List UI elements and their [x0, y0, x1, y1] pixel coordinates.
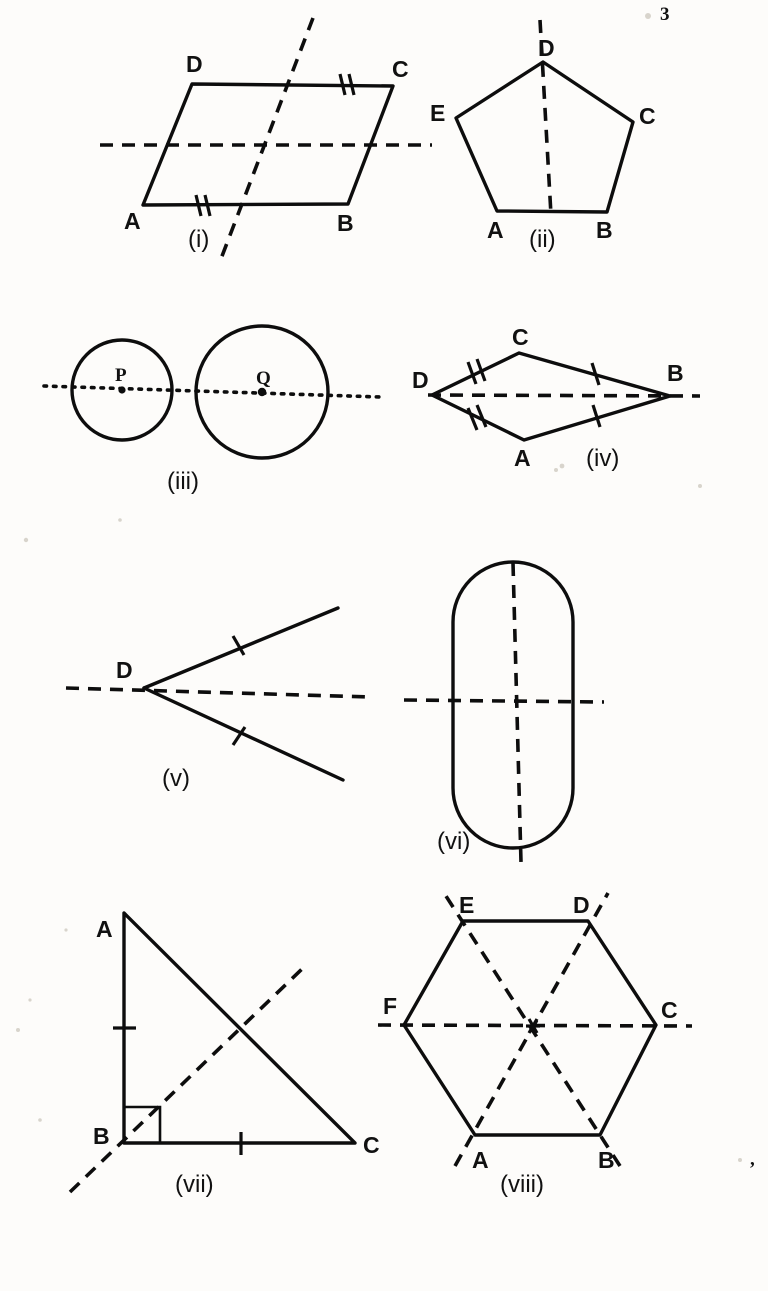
fig-viii-label-E: E	[459, 892, 474, 918]
fig-i-tick-DC	[338, 73, 356, 96]
fig-iv-kite-outline	[430, 351, 672, 442]
fig-ii-label-A: A	[487, 217, 504, 243]
fig-ii-label-D: D	[538, 35, 555, 61]
fig-ii-pentagon-outline	[454, 60, 635, 214]
fig-i-label-D: D	[186, 51, 203, 77]
fig-vii-label-A: A	[96, 916, 113, 942]
fig-i-label-A: A	[124, 208, 141, 234]
fig-i-caption: (i)	[188, 226, 209, 253]
fig-iv-label-A: A	[514, 445, 531, 471]
fig-v-label-D: D	[116, 657, 133, 683]
stray-mark-bottom-right: ,	[750, 1149, 755, 1170]
fig-iii-caption: (iii)	[167, 468, 199, 495]
fig-vi-horizontal-dashed-line	[403, 698, 605, 704]
figure-vi-stadium: (vi)	[403, 560, 605, 863]
fig-i-label-C: C	[392, 56, 409, 82]
fig-i-oblique-dashed-line	[217, 17, 315, 265]
fig-v-bisector-dashed-line	[65, 686, 371, 699]
figure-i-parallelogram: A B C D (i)	[100, 17, 432, 265]
fig-iii-dotted-axis	[42, 384, 382, 399]
fig-v-lower-ray	[142, 686, 345, 782]
fig-viii-hexagon-outline	[402, 919, 658, 1137]
fig-vii-label-C: C	[363, 1132, 380, 1158]
fig-viii-label-B: B	[598, 1147, 615, 1173]
fig-viii-label-F: F	[383, 993, 397, 1019]
fig-vi-caption: (vi)	[437, 828, 470, 855]
fig-v-tick-upper-ray	[231, 635, 246, 656]
fig-iii-center-dot-Q	[257, 387, 267, 397]
fig-viii-label-C: C	[661, 997, 678, 1023]
fig-v-caption: (v)	[162, 765, 190, 792]
figure-v-angle: D (v)	[65, 606, 371, 792]
fig-vi-vertical-dashed-line	[511, 562, 523, 863]
fig-ii-label-C: C	[639, 103, 656, 129]
stray-mark-top-right: 3	[660, 4, 670, 25]
fig-v-tick-lower-ray	[231, 726, 247, 746]
fig-i-parallelogram-outline	[141, 82, 395, 207]
fig-vii-caption: (vii)	[175, 1171, 214, 1198]
paper-speckles	[16, 13, 742, 1162]
figure-iv-kite: A B C D (iv)	[412, 324, 701, 472]
fig-iv-label-C: C	[512, 324, 529, 350]
fig-iv-label-D: D	[412, 367, 429, 393]
stray-ink-marks: 3 ,	[660, 4, 755, 1170]
fig-iii-label-P: P	[115, 365, 127, 386]
fig-iv-tick-DC	[466, 358, 487, 385]
fig-vii-label-B: B	[93, 1123, 110, 1149]
figure-iii-tangent-circles: P Q (iii)	[42, 324, 382, 495]
fig-iii-label-Q: Q	[256, 368, 271, 389]
fig-viii-label-A: A	[472, 1147, 489, 1173]
fig-iii-circle-Q	[194, 324, 330, 460]
fig-iv-caption: (iv)	[586, 445, 619, 472]
figure-ii-pentagon: A B C D E (ii)	[430, 19, 656, 253]
fig-vii-oblique-dashed-line	[68, 966, 305, 1194]
fig-iv-tick-DA	[466, 404, 488, 431]
fig-viii-caption: (viii)	[500, 1171, 544, 1198]
figure-viii-hexagon: A B C D E F (viii)	[377, 892, 693, 1198]
fig-viii-label-D: D	[573, 892, 590, 918]
fig-iii-center-dot-P	[118, 386, 126, 394]
fig-ii-caption: (ii)	[529, 226, 556, 253]
fig-iii-circle-P	[70, 338, 174, 442]
fig-iv-tick-CB	[590, 362, 601, 386]
fig-i-label-B: B	[337, 210, 354, 236]
fig-viii-center-asterisk	[526, 1018, 540, 1034]
fig-ii-vertical-dashed-line	[538, 19, 553, 216]
fig-ii-label-E: E	[430, 100, 445, 126]
fig-vii-right-angle-marker	[124, 1105, 162, 1143]
fig-i-tick-AB	[194, 194, 212, 217]
fig-ii-label-B: B	[596, 217, 613, 243]
fig-iv-tick-AB	[591, 404, 602, 428]
figure-vii-right-triangle: A B C (vii)	[68, 911, 380, 1198]
fig-iv-label-B: B	[667, 360, 684, 386]
fig-iv-diagonal-dashed-line	[427, 393, 701, 398]
fig-vi-stadium-outline	[451, 560, 575, 850]
